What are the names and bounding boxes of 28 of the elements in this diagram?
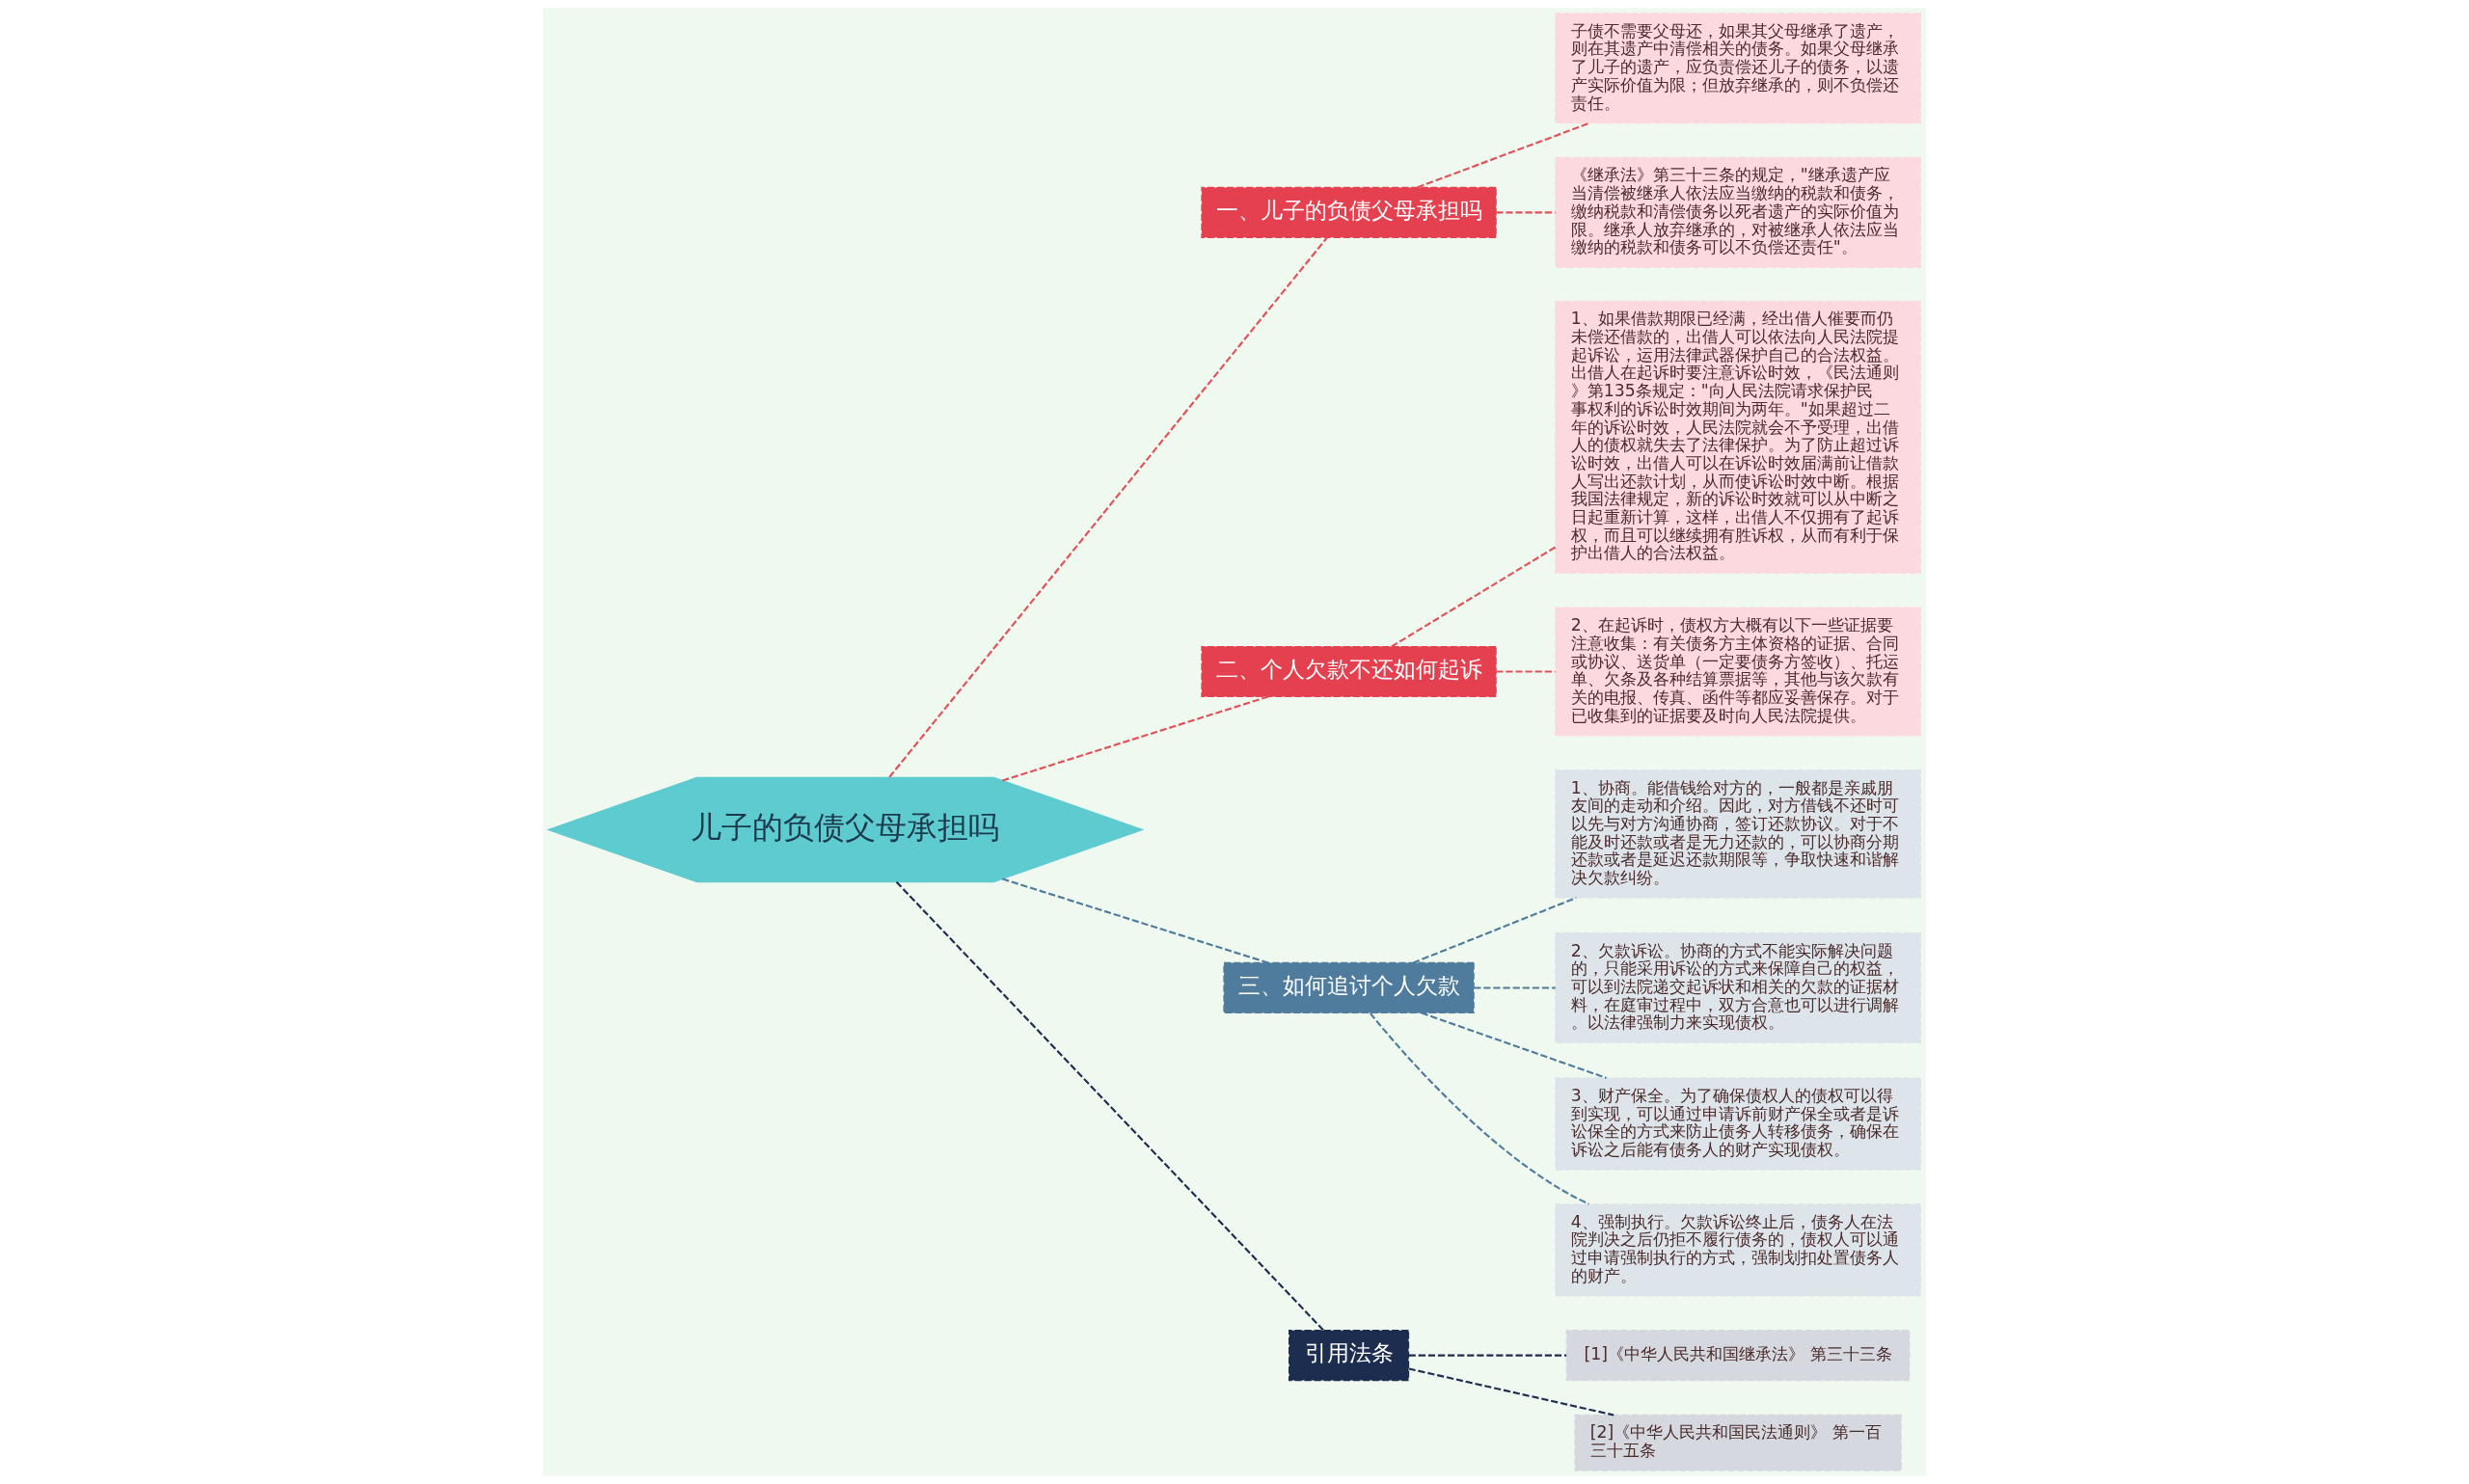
connector <box>1417 121 1590 189</box>
connector <box>1408 1367 1614 1417</box>
connector <box>1474 986 1556 989</box>
connector <box>1370 1012 1589 1205</box>
node-box: 引用法条 <box>1289 1330 1410 1382</box>
node-box: 1、如果借款期限已经满，经出借人催要而仍未偿还借款的，出借人可以依法向人民法院提起诉讼，运用法律武器保护自己的合法权益。出借人在起诉时要注意诉讼时效，《民法通则》第135条规定："向人民法院请求保护民事权利的诉讼时效期间为两年。"如果超过二年的诉讼时效，人民法院就会不予受理，出借人的债权就失去了法律保护。为了防止超过诉讼时效，出借人可以在诉讼时效届满前让借款人写出还款计划，从而使诉讼时效中断。根据我国法律规定，新的诉讼时效就可以从中断之日起重新计算，这样，出借人不仅拥有了起诉权，而且可以继续拥有胜诉权，从而有利于保护出借人的合法权益。 <box>1555 300 1921 575</box>
connector <box>1412 897 1577 964</box>
connector <box>1496 670 1556 673</box>
node-box: 《继承法》第三十三条的规定，"继承遗产应当清偿被继承人依法应当缴纳的税款和债务，缴纳税款和清偿债务以死者遗产的实际价值为限。继承人放弃继承的，对被继承人依法应当缴纳的税款和债务可以不负偿还责任"。 <box>1555 156 1921 268</box>
node-box: 3、财产保全。为了确保债权人的债权可以得到实现，可以通过申请诉前财产保全或者是诉讼保全的方式来防止债务人转移债务，确保在诉讼之后能有债务人的财产实现债权。 <box>1555 1077 1921 1171</box>
node-box: 1、协商。能借钱给对方的，一般都是亲戚朋友间的走动和介绍。因此，对方借钱不还时可以先与对方沟通协商，签订还款协议。对于不能及时还款或者是无力还款的，可以协商分期还款或者是延迟还款期限等，争取快速和谐解决欠款纠纷。 <box>1555 769 1921 899</box>
node-box: 2、欠款诉讼。协商的方式不能实际解决问题的，只能采用诉讼的方式来保障自己的权益，可以到法院递交起诉状和相关的欠款的证据材料，在庭审过程中，双方合意也可以进行调解。以法律强制力来实现债权。 <box>1555 931 1921 1043</box>
node-box: 2、在起诉时，债权方大概有以下一些证据要注意收集：有关债务方主体资格的证据、合同或协议、送货单（一定要债务方签收）、托运单、欠条及各种结算票据等，其他与该欠款有关的电报、传真、函件等都应妥善保存。对于已收集到的证据要及时向人民法院提供。 <box>1555 607 1921 737</box>
node-box: [1]《中华人民共和国继承法》 第三十三条 <box>1565 1330 1911 1382</box>
connector <box>1408 1354 1567 1357</box>
node-box: 4、强制执行。欠款诉讼终止后，债务人在法院判决之后仍拒不履行债务的，债权人可以通过申请强制执行的方式，强制划扣处置债务人的财产。 <box>1555 1203 1921 1297</box>
node-box: 子债不需要父母还，如果其父母继承了遗产，则在其遗产中清偿相关的债务。如果父母继承了儿子的遗产，应负责偿还儿子的债务，以遗产实际价值为限；但放弃继承的，则不负偿还责任。 <box>1555 13 1921 124</box>
connector <box>1421 1012 1607 1079</box>
node-box: [2]《中华人民共和国民法通则》 第一百三十五条 <box>1574 1414 1902 1471</box>
connector <box>895 881 1325 1332</box>
node-box: 一、儿子的负债父母承担吗 <box>1201 186 1497 238</box>
connector <box>888 236 1328 778</box>
connector <box>1002 877 1269 964</box>
connector <box>1496 211 1556 214</box>
connector <box>1391 546 1557 648</box>
connector <box>1002 695 1269 782</box>
node-box: 二、个人欠款不还如何起诉 <box>1201 645 1497 698</box>
node-box: 三、如何追讨个人欠款 <box>1223 961 1475 1014</box>
